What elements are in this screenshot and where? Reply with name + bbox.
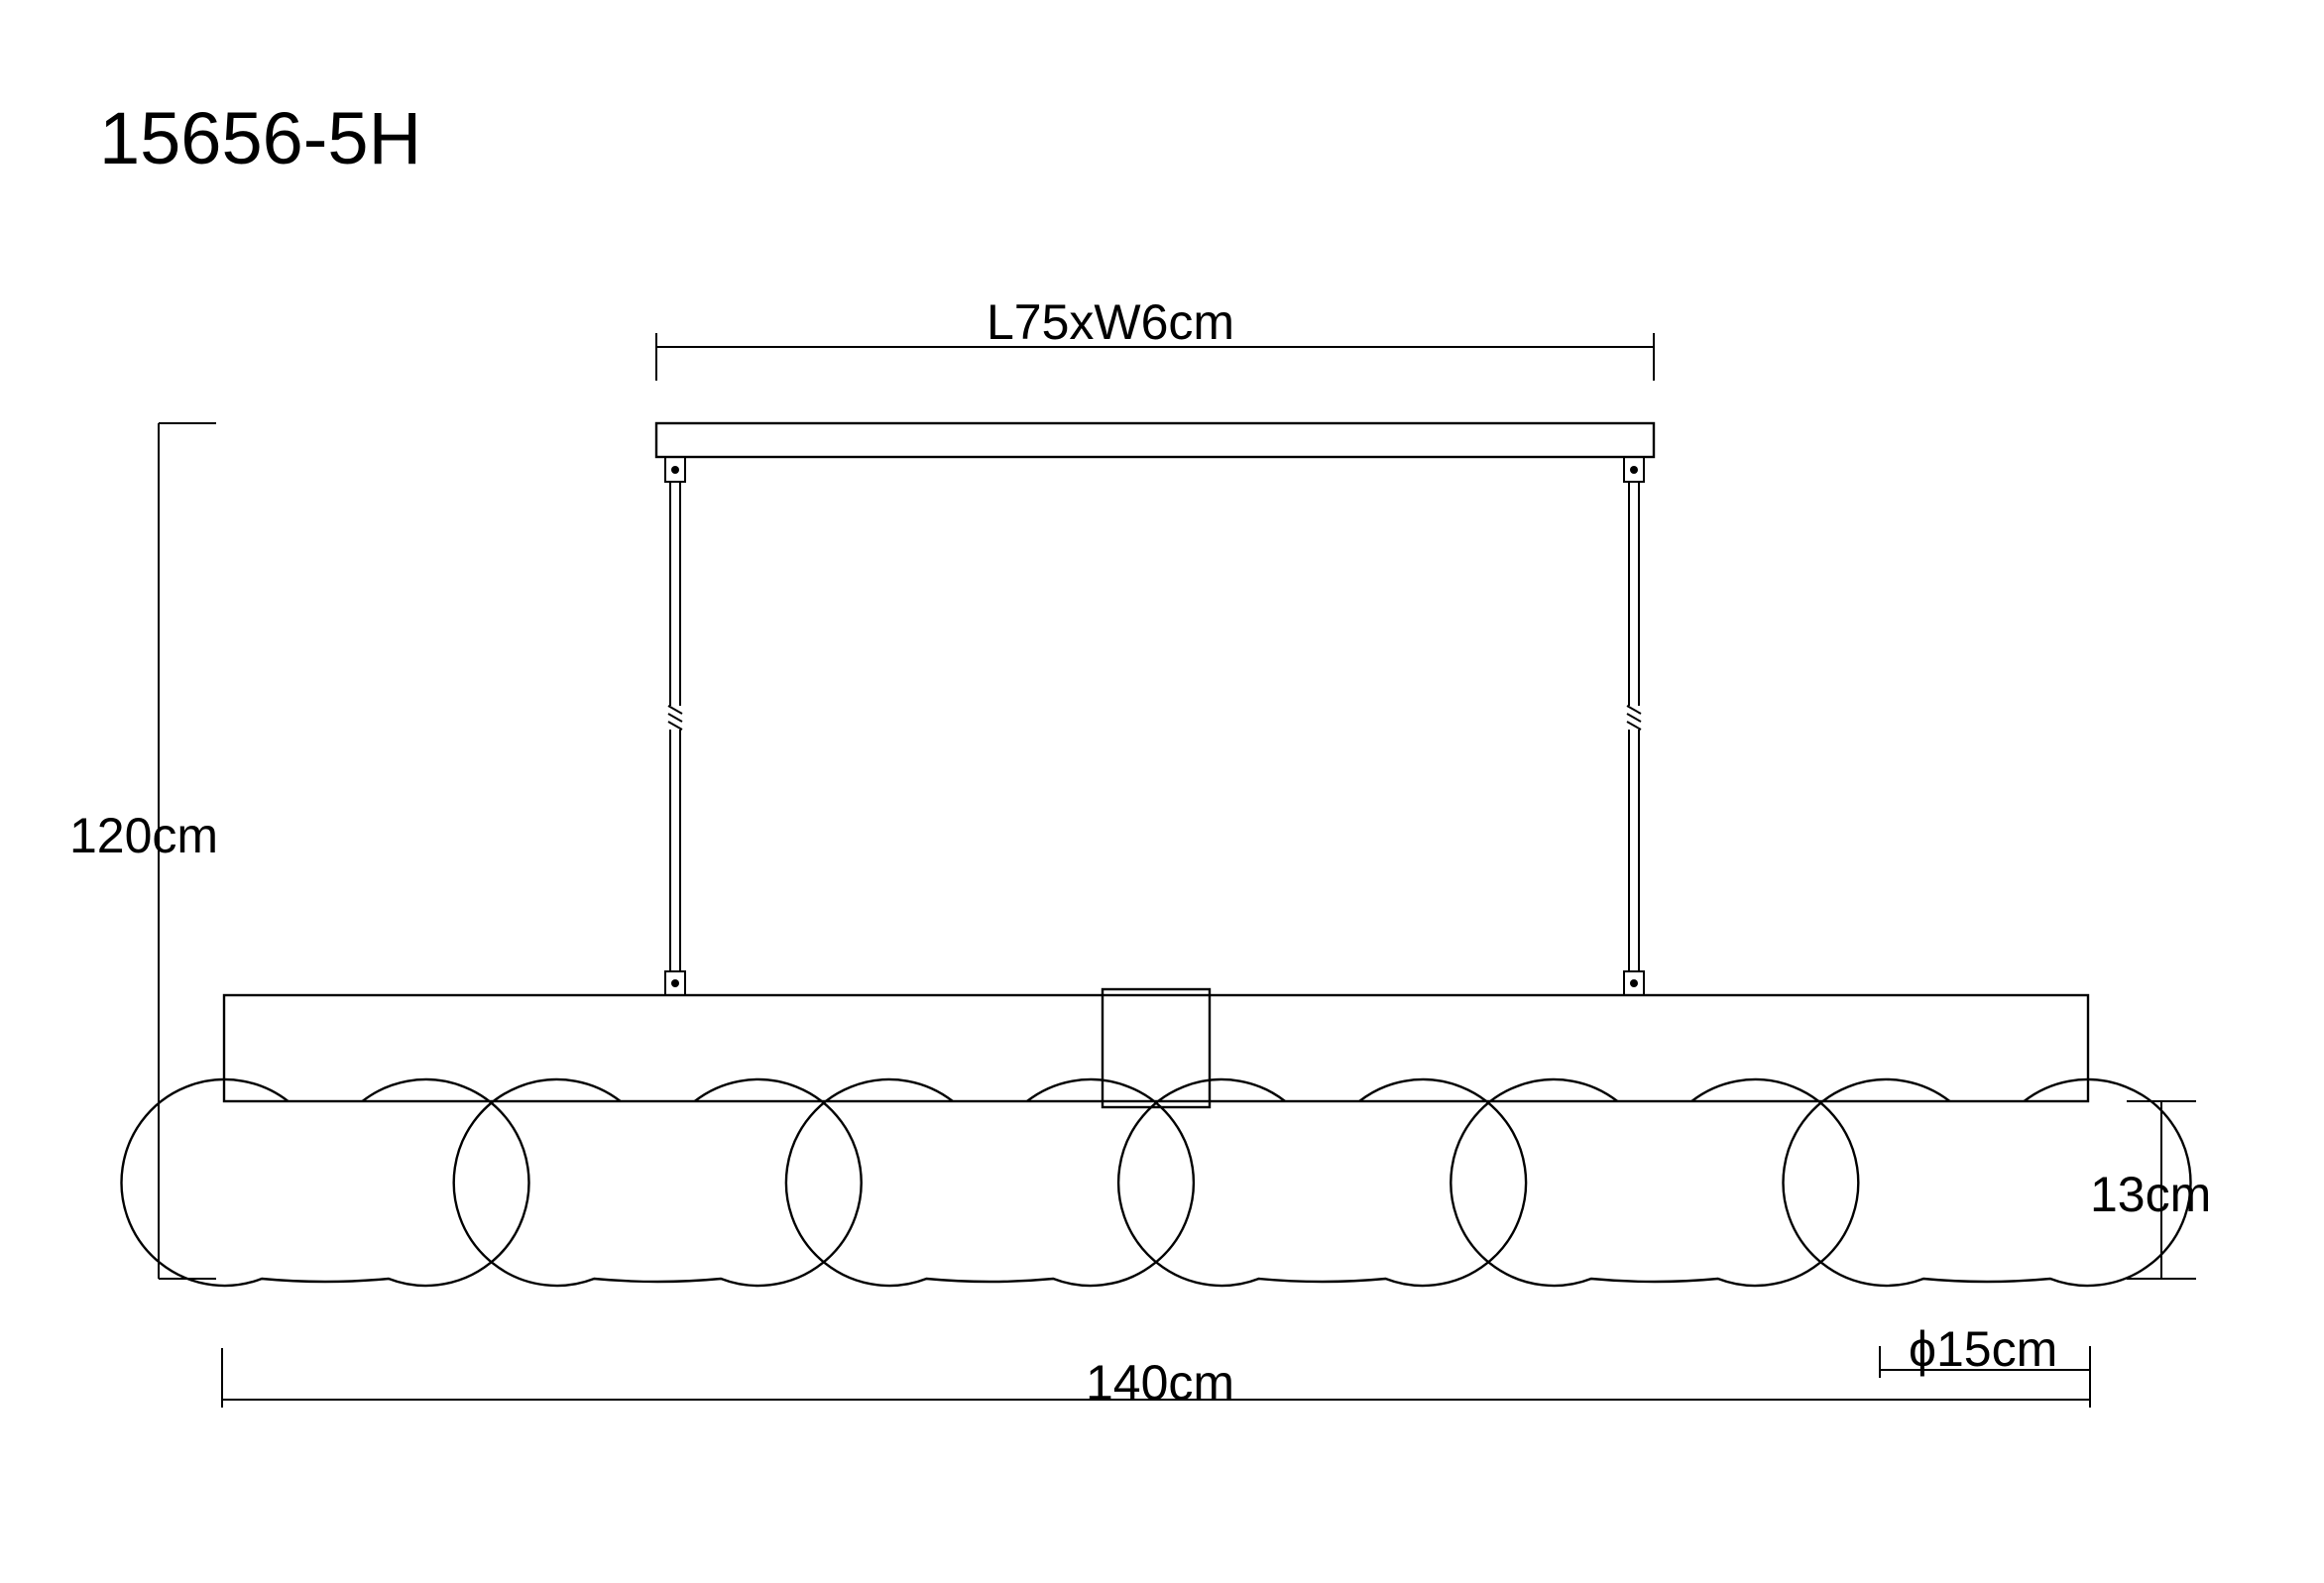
lamp-body-bar (222, 987, 2090, 1109)
height-dimension: 120cm (69, 422, 218, 1280)
globe-shade (1450, 1077, 1860, 1288)
length-dimension: 140cm (221, 1348, 2091, 1411)
shade-height-label: 13cm (2090, 1167, 2211, 1222)
globe-shade (120, 1077, 530, 1288)
suspension-cable-right (1623, 456, 1645, 996)
globe-shade (1782, 1077, 2192, 1288)
suspension-cable-left (664, 456, 686, 996)
shades (120, 1077, 2192, 1288)
globe-shade (1116, 1077, 1528, 1288)
model-code-title: 15656-5H (99, 97, 421, 179)
shade-height-dimension: 13cm (2090, 1100, 2211, 1280)
canopy-dimension: L75xW6cm (655, 294, 1655, 381)
length-dimension-label: 140cm (1086, 1355, 1234, 1411)
globe-shade (452, 1077, 863, 1288)
globe-shade (784, 1077, 1196, 1288)
shade-diameter-label: ϕ15cm (1909, 1321, 2057, 1377)
height-dimension-label: 120cm (69, 808, 218, 863)
canopy-dimension-label: L75xW6cm (987, 294, 1234, 350)
shade-diameter-dimension: ϕ15cm (1879, 1321, 2091, 1378)
ceiling-canopy (654, 421, 1656, 459)
